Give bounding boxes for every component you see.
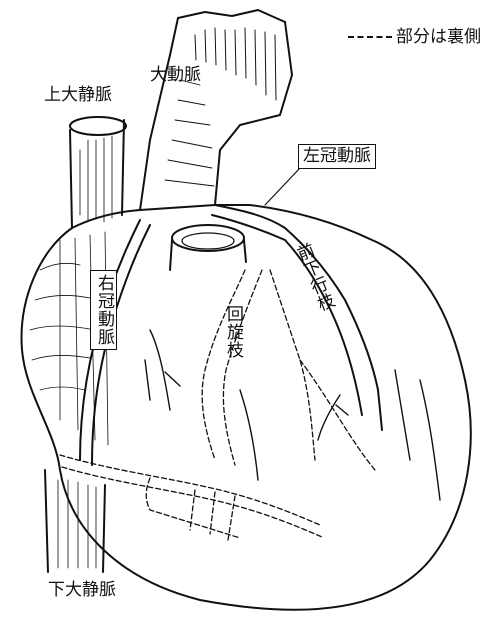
legend-text: 部分は裏側 xyxy=(396,27,481,47)
label-right-coronary-artery: 右冠動脈 xyxy=(90,270,117,350)
label-aorta: 大動脈 xyxy=(150,67,201,84)
inferior-vena-cava xyxy=(45,470,105,572)
superior-vena-cava xyxy=(70,117,126,228)
label-circumflex-branch: 回旋枝 xyxy=(224,305,241,359)
label-inferior-vena-cava: 下大静脈 xyxy=(48,582,116,599)
surface-vessels xyxy=(145,330,440,500)
label-superior-vena-cava: 上大静脈 xyxy=(44,87,112,104)
heart-outline xyxy=(22,205,471,610)
legend: 部分は裏側 xyxy=(348,22,481,47)
legend-dash-sample xyxy=(348,36,392,38)
pulmonary-trunk xyxy=(170,225,246,270)
aorta xyxy=(140,10,292,210)
lca-leader-line xyxy=(265,168,300,205)
label-left-coronary-artery: 左冠動脈 xyxy=(298,144,376,169)
